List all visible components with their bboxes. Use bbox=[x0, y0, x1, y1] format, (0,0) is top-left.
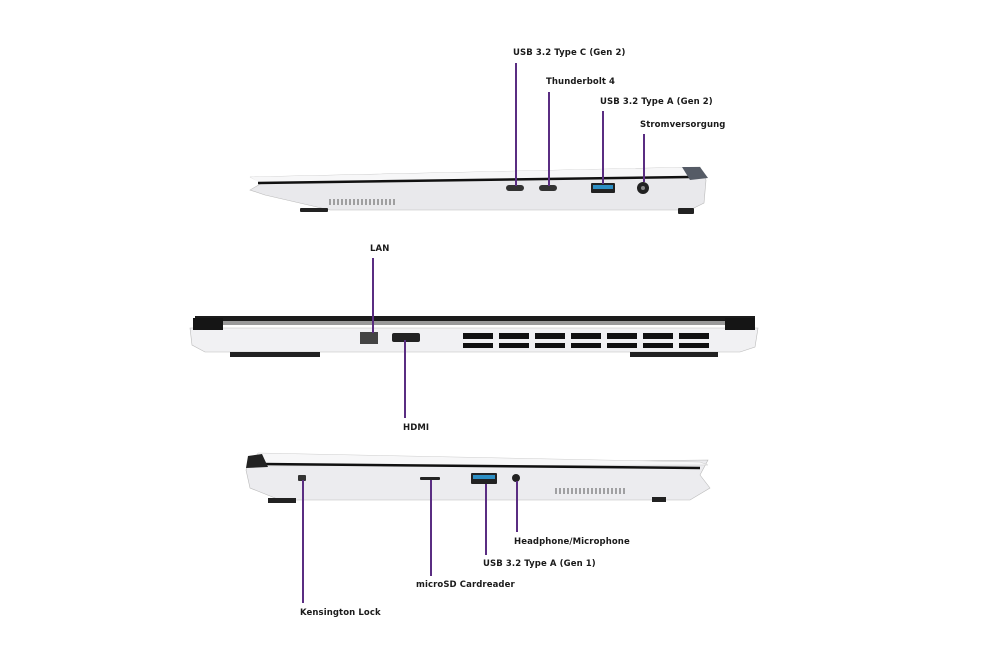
label-lan: LAN bbox=[370, 244, 390, 254]
label-headphone-microphone: Headphone/Microphone bbox=[514, 537, 630, 547]
leader-line-thunderbolt bbox=[548, 92, 550, 186]
laptop-back-view bbox=[189, 316, 759, 357]
laptop-left-side-view bbox=[245, 452, 711, 503]
label-hdmi: HDMI bbox=[403, 423, 430, 433]
leader-line-hdmi bbox=[404, 340, 406, 418]
laptop-right-side-view bbox=[249, 166, 708, 214]
label-usb-a-gen2: USB 3.2 Type A (Gen 2) bbox=[600, 97, 713, 107]
leader-line-usb-a-gen2 bbox=[602, 111, 604, 184]
label-power: Stromversorgung bbox=[640, 120, 726, 130]
leader-line-microsd bbox=[430, 480, 432, 576]
leader-line-kensington bbox=[302, 480, 304, 603]
leader-line-usb-a-gen1 bbox=[485, 484, 487, 555]
leader-line-power bbox=[643, 134, 645, 182]
label-usb-a-gen1: USB 3.2 Type A (Gen 1) bbox=[483, 559, 596, 569]
label-microsd: microSD Cardreader bbox=[416, 580, 515, 590]
label-kensington-lock: Kensington Lock bbox=[300, 608, 381, 618]
leader-line-headphone bbox=[516, 481, 518, 532]
leader-line-usb-c-gen2 bbox=[515, 63, 517, 186]
label-usb-c-gen2: USB 3.2 Type C (Gen 2) bbox=[513, 48, 626, 58]
leader-line-lan bbox=[372, 258, 374, 333]
label-thunderbolt-4: Thunderbolt 4 bbox=[546, 77, 616, 87]
